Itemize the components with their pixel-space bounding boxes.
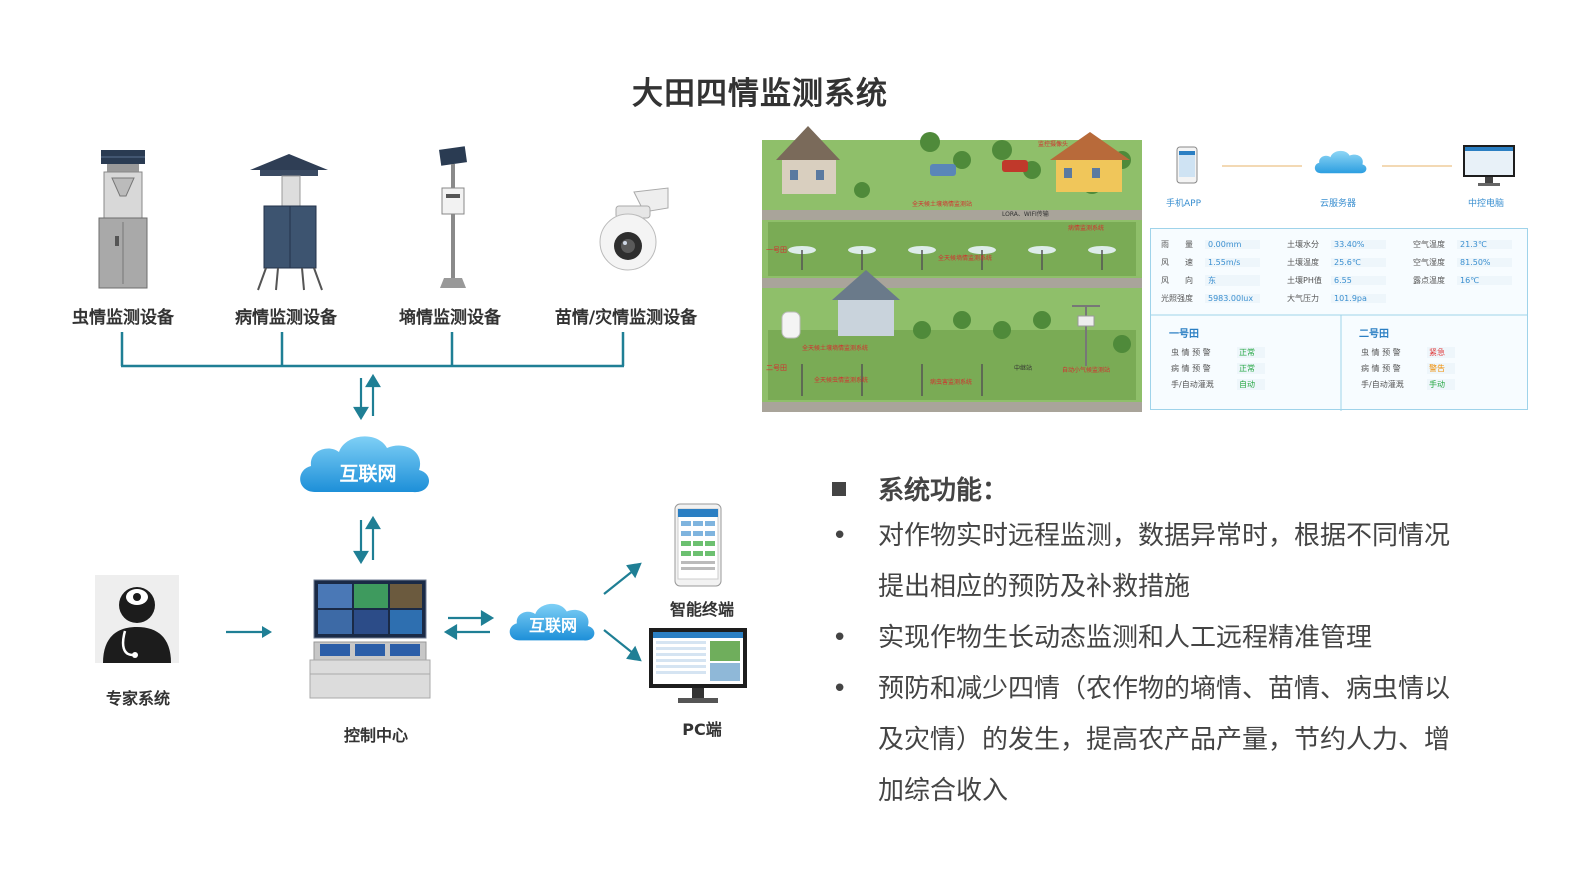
control-center-console-icon: [309, 579, 431, 699]
branch-arrows-terminal-pc: [603, 562, 642, 662]
scene-field-two-label: 二号田: [766, 364, 787, 372]
connector-app-cloud: [1222, 165, 1302, 167]
field-two-row: 手/自动灌溉手动: [1361, 379, 1455, 390]
dashboard-topology: 手机APP 云服务器 中控电脑: [1150, 140, 1528, 222]
smart-terminal-label: 智能终端: [669, 600, 734, 619]
farm-scene-illustration: 全天候土壤墒情监测站 全天候墒情监测系统 病情监测系统 监控摄像头 全天候土壤墒…: [762, 120, 1142, 412]
dashboard-divider: [1151, 314, 1527, 411]
function-item: • 预防和减少四情（农作物的墒情、苗情、病虫情以及灾情）的发生，提高农产品产量，…: [832, 664, 1472, 817]
internet-cloud-icon: [300, 436, 430, 493]
device-label-camera: 苗情/灾情监测设备: [554, 308, 698, 328]
svg-text:全天候土壤墒情监测站: 全天候土壤墒情监测站: [912, 200, 972, 208]
phone-app-icon: [1176, 146, 1198, 184]
svg-text:全天候墒情监测系统: 全天候墒情监测系统: [938, 254, 992, 262]
control-center-label: 控制中心: [343, 726, 408, 745]
internet-cloud-icon-2: [509, 603, 595, 641]
cloud-server-icon: [1314, 150, 1367, 174]
functions-heading: 系统功能：: [832, 470, 1008, 507]
internet-label-2: 互联网: [528, 616, 577, 635]
device-label-disease: 病情监测设备: [235, 308, 337, 328]
device-label-insect: 虫情监测设备: [72, 308, 174, 328]
svg-text:全天候虫情监测系统: 全天候虫情监测系统: [814, 376, 868, 384]
bullet-dot-icon: •: [832, 521, 848, 551]
bullet-dot-icon: •: [832, 623, 848, 653]
phone-app-label: 手机APP: [1166, 199, 1202, 209]
field-two-row: 虫 情 预 警紧急: [1361, 347, 1455, 358]
smart-terminal-phone-icon: [674, 503, 722, 587]
internet-label: 互联网: [339, 463, 397, 485]
expert-label: 专家系统: [105, 689, 170, 708]
function-item: • 对作物实时远程监测，数据异常时，根据不同情况提出相应的预防及补救措施: [832, 511, 1472, 613]
field-one-row: 病 情 预 警正常: [1171, 363, 1265, 374]
svg-text:自动小气候监测站: 自动小气候监测站: [1062, 366, 1110, 374]
bidirectional-arrow-control-internet: [443, 610, 495, 640]
cloud-server-label: 云服务器: [1320, 199, 1357, 209]
field-one-title: 一号田: [1169, 329, 1199, 340]
svg-text:监控摄像头: 监控摄像头: [1038, 140, 1068, 148]
arrow-expert-control: [226, 626, 272, 638]
connector-cloud-pc: [1382, 165, 1452, 167]
control-pc-icon: [1463, 145, 1515, 186]
expert-doctor-icon: [95, 575, 179, 663]
scene-field-one-label: 一号田: [766, 246, 787, 254]
scene-station-label: 中继站: [1014, 364, 1032, 372]
signal-label: LORA、WIFI传输: [1002, 210, 1049, 218]
page-title: 大田四情监测系统: [632, 76, 888, 112]
svg-text:全天候土壤墒情监测系统: 全天候土壤墒情监测系统: [802, 344, 868, 352]
field-two-title: 二号田: [1359, 329, 1389, 340]
device-connector: [120, 332, 625, 368]
soil-moisture-monitor-icon: [439, 146, 467, 288]
pc-monitor-icon: [649, 628, 747, 703]
disease-monitor-icon: [250, 154, 328, 291]
heading-square-icon: [832, 481, 846, 496]
bidirectional-arrow-internet-control: [353, 515, 381, 565]
function-item: • 实现作物生长动态监测和人工远程精准管理: [832, 613, 1472, 664]
field-two-row: 病 情 预 警警告: [1361, 363, 1455, 374]
env-wind-direction: 风 向东: [1161, 275, 1260, 286]
field-one-row: 手/自动灌溉自动: [1171, 379, 1265, 390]
svg-text:病情监测系统: 病情监测系统: [1068, 224, 1104, 232]
device-label-soil: 墒情监测设备: [399, 308, 501, 328]
pc-label: PC端: [682, 720, 722, 739]
insect-monitor-icon: [98, 150, 148, 289]
control-pc-label: 中控电脑: [1468, 199, 1505, 209]
ptz-camera-icon: [599, 187, 669, 271]
svg-text:病虫害监测系统: 病虫害监测系统: [930, 378, 972, 386]
bullet-dot-icon: •: [832, 674, 848, 704]
field-one-row: 虫 情 预 警正常: [1171, 347, 1265, 358]
bidirectional-arrow-devices-internet: [353, 373, 381, 421]
